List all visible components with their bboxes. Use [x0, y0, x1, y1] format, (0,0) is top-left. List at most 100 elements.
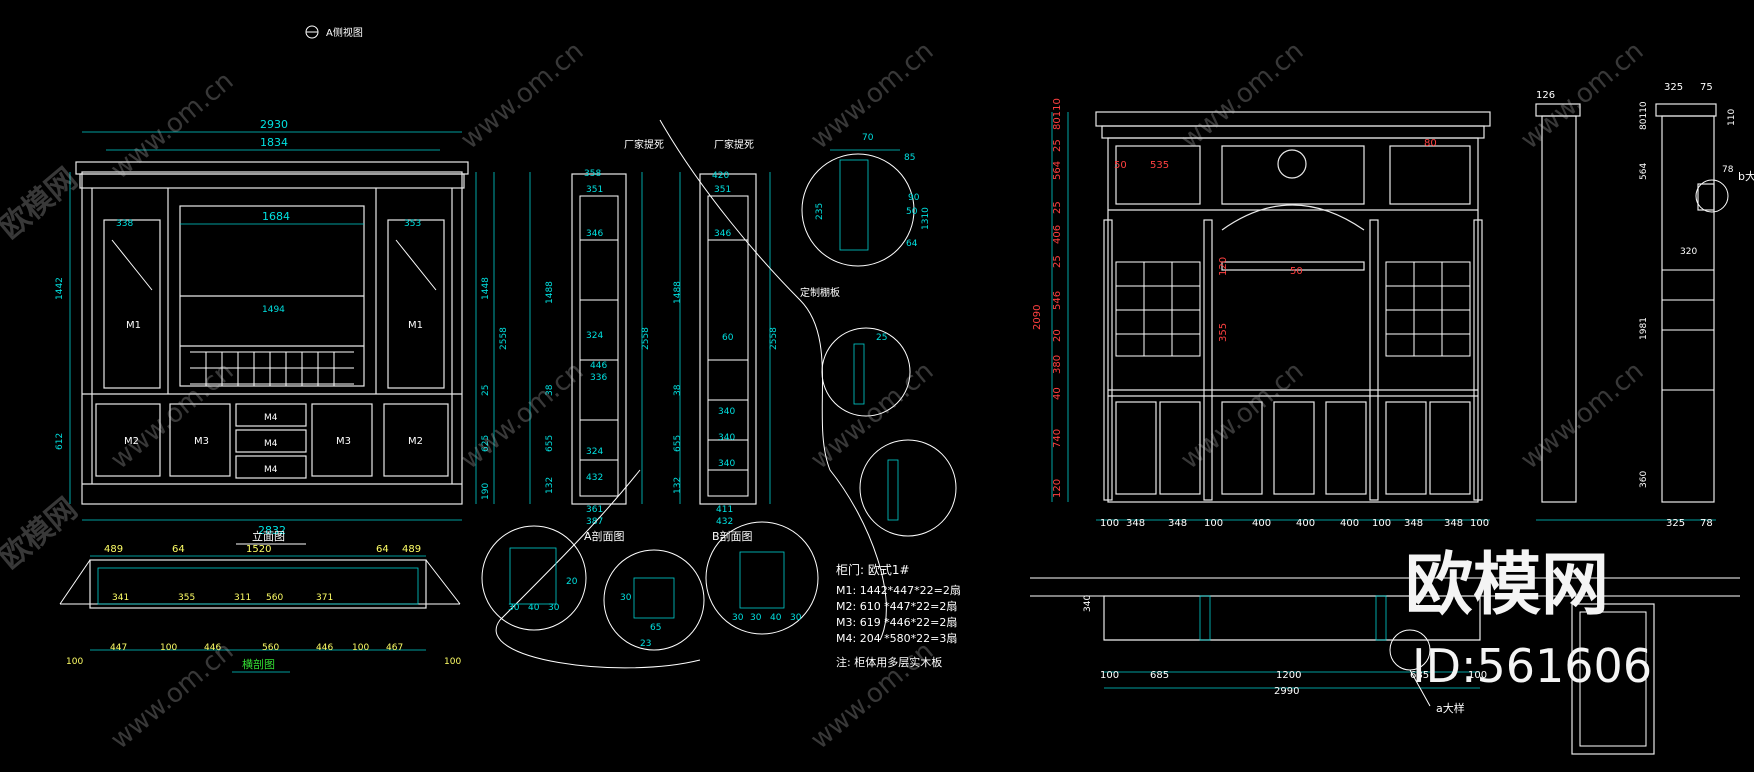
sp-top-2: 75	[1700, 82, 1713, 93]
watermark-id: ID:561606	[1412, 639, 1652, 693]
sec-a-dim-3: 324	[586, 331, 603, 341]
watermark-url-5: www.om.cn	[105, 356, 239, 475]
plan-dim-top-3: 64	[376, 544, 389, 555]
watermark-url-10: www.om.cn	[105, 636, 239, 755]
sec-b-note: 厂家提死	[714, 138, 754, 151]
door-label-0: M1	[126, 320, 141, 331]
door-label-1: M1	[408, 320, 423, 331]
det-dim-10: 30	[548, 603, 560, 613]
re-inner-4: 355	[1218, 323, 1229, 342]
watermark-url-1: www.om.cn	[455, 36, 589, 155]
sp-bot-1: 78	[1700, 518, 1713, 529]
front-dim-right-4: 190	[481, 483, 491, 500]
rp-dim-4: 100	[1468, 670, 1487, 681]
re-dim-l-10: 740	[1052, 429, 1063, 448]
re-dim-b-4: 400	[1252, 518, 1271, 529]
detail-circles: 70 85 90 50 235 64 1310 25 30 40 30 20 3…	[481, 119, 957, 669]
sec-b-dim-6: 340	[718, 459, 735, 469]
sec-b-dim-5: 340	[718, 433, 735, 443]
plan-dim-top-0: 489	[104, 544, 123, 555]
re-dim-b-9: 348	[1444, 518, 1463, 529]
det-dim-5: 64	[906, 239, 918, 249]
front-dim-right-2: 25	[481, 385, 491, 396]
sp-b-label: b大	[1738, 169, 1754, 183]
det-dim-8: 30	[508, 603, 520, 613]
view-header-label: A侧视图	[326, 26, 363, 39]
schedule-row-2: M3: 619 *446*22=2扇	[836, 615, 957, 629]
plan-dim-bottom-7: 467	[386, 643, 403, 653]
det-dim-2: 90	[908, 193, 920, 203]
watermark-url-11: www.om.cn	[805, 636, 939, 755]
door-label-3: M3	[194, 436, 209, 447]
plan-dim-inner-3: 560	[266, 593, 283, 603]
section-a: 358 351 346 324 446 336 324 432 361 387 …	[529, 138, 664, 543]
plan-dim-bottom-1: 447	[110, 643, 127, 653]
schedule-row-0: M1: 1442*447*22=2扇	[836, 583, 961, 597]
plan-view: 489 64 1520 64 489 341 355 311 560 371 1…	[59, 544, 461, 673]
schedule-note: 注: 柜体用多层实木板	[836, 655, 942, 669]
front-dim-top-1: 1834	[260, 136, 288, 149]
re-dim-l-6: 546	[1052, 291, 1063, 310]
watermark-brand-1: 欧模网	[0, 491, 84, 576]
sp-dim-6: 320	[1680, 247, 1697, 257]
front-dim-left-0: 1442	[55, 277, 65, 300]
watermark-url-0: www.om.cn	[105, 66, 239, 185]
front-dim-left-1: 612	[55, 433, 65, 450]
det-dim-7: 25	[876, 333, 887, 343]
re-dim-b-0: 100	[1100, 518, 1119, 529]
det-dim-13: 30	[750, 613, 762, 623]
front-dim-inner-1: 353	[404, 219, 421, 229]
front-dim-top-2: 1684	[262, 210, 290, 223]
sec-b-dim-0: 420	[712, 171, 729, 181]
sec-a-dim-2: 346	[586, 229, 603, 239]
front-dim-bottom: 2832	[258, 524, 286, 537]
det-dim-18: 30	[620, 593, 632, 603]
sec-a-h-0: 1488	[545, 281, 555, 304]
schedule-title: 柜门: 欧式1#	[836, 562, 910, 577]
sec-b-dim-1: 351	[714, 185, 731, 195]
front-dim-right-0: 1448	[481, 277, 491, 300]
front-dim-top-0: 2930	[260, 118, 288, 131]
plan-dim-bottom-8: 100	[444, 657, 461, 667]
det-dim-16: 65	[650, 623, 661, 633]
schedule-row-3: M4: 204 *580*22=3扇	[836, 631, 957, 645]
re-dim-l-0: 80110	[1052, 98, 1063, 130]
rp-dim-3: 685	[1410, 670, 1429, 681]
front-dim-inner-0: 338	[116, 219, 133, 229]
front-dim-right-1: 2558	[499, 327, 509, 350]
section-b: 420 351 60 346 340 340 340 411 432 1488 …	[673, 138, 840, 543]
sp-dim-3: 360	[1639, 471, 1649, 488]
re-inner-5: 80	[1424, 138, 1437, 149]
det-dim-9: 40	[528, 603, 540, 613]
plan-dim-top-1: 64	[172, 544, 185, 555]
sp-bot-0: 325	[1666, 518, 1685, 529]
plan-dim-top-4: 489	[402, 544, 421, 555]
sec-b-dim-4: 340	[718, 407, 735, 417]
watermark-url-9: www.om.cn	[1515, 356, 1649, 475]
sec-b-h-1: 2558	[769, 327, 779, 350]
plan-dim-bottom-3: 446	[204, 643, 221, 653]
sec-b-dim-2: 60	[722, 333, 734, 343]
front-elevation-title: 立面图	[252, 529, 285, 543]
door-schedule: 柜门: 欧式1# M1: 1442*447*22=2扇 M2: 610 *447…	[836, 562, 961, 669]
re-total-height: 2090	[1032, 305, 1043, 330]
front-dim-inner-2: 1494	[262, 305, 285, 315]
det-dim-4: 235	[815, 203, 825, 220]
sec-b-h-3: 655	[673, 435, 683, 452]
plan-dim-bottom-0: 100	[66, 657, 83, 667]
sec-a-title: A剖面图	[584, 529, 625, 543]
sec-a-dim-6: 324	[586, 447, 603, 457]
re-dim-l-4: 406	[1052, 225, 1063, 244]
sec-b-dim-3: 346	[714, 229, 731, 239]
right-plan-view: 100 685 1200 685 100 2990 340 a大样	[1030, 577, 1740, 755]
re-dim-b-8: 348	[1404, 518, 1423, 529]
rp-dim-1: 685	[1150, 670, 1169, 681]
re-dim-l-7: 20	[1052, 329, 1063, 342]
sec-a-dim-1: 351	[586, 185, 603, 195]
det-dim-3: 50	[906, 207, 918, 217]
door-label-6: M4	[264, 465, 278, 475]
re-dim-l-11: 120	[1052, 479, 1063, 498]
sp-dim-1: 564	[1639, 163, 1649, 180]
det-dim-6: 1310	[921, 207, 931, 230]
watermark-brand-0: 欧模网	[0, 161, 84, 246]
